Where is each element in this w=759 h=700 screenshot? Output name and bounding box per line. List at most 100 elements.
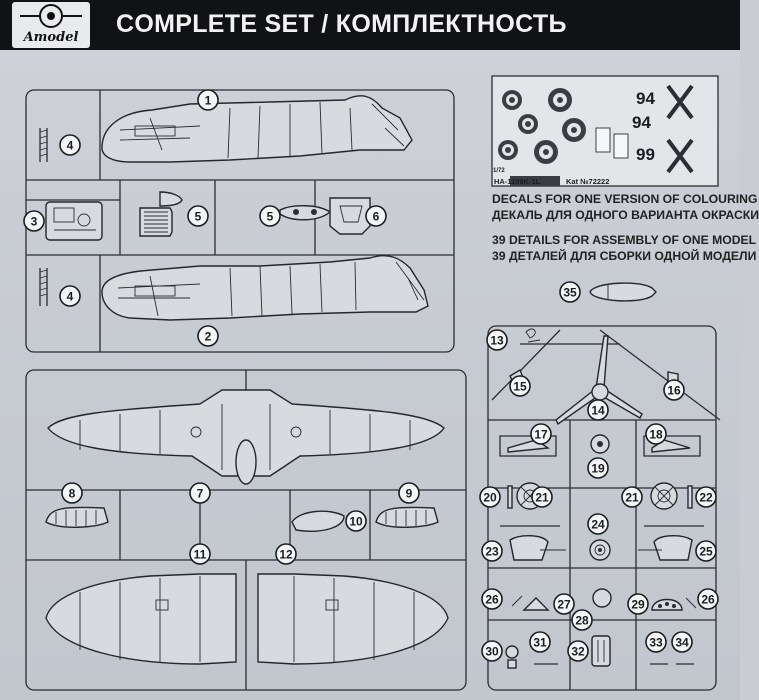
cockpit-floor-part [45, 201, 103, 241]
part-number-label: 10 [349, 515, 363, 529]
cross-decal-icon [666, 84, 694, 174]
part-number-label: 21 [535, 491, 549, 505]
part-number-label: 17 [534, 428, 548, 442]
part-number-7: 7 [189, 482, 211, 504]
part-number-label: 25 [699, 545, 713, 559]
part-number-label: 34 [675, 636, 689, 650]
small-part-20 [507, 485, 513, 509]
part-number-20: 20 [479, 486, 501, 508]
small-part-32 [591, 635, 611, 667]
small-part-24 [589, 539, 611, 561]
part-number-14: 14 [587, 399, 609, 421]
part-number-label: 20 [483, 491, 497, 505]
brand-logo: Amodel [12, 2, 90, 48]
flap-part-right [375, 506, 439, 528]
part-number-16: 16 [663, 379, 685, 401]
part-number-30: 30 [481, 640, 503, 662]
part-number-24: 24 [587, 513, 609, 535]
part-number-label: 19 [591, 462, 605, 476]
small-part-29 [651, 598, 683, 611]
part-number-label: 16 [667, 384, 681, 398]
part-number-label: 27 [557, 598, 571, 612]
part-number-label: 8 [69, 487, 76, 501]
part-number-12: 12 [275, 543, 297, 565]
decal-code-1: 94 [636, 89, 655, 108]
part-number-4a: 4 [59, 134, 81, 156]
decal-code-3: 99 [636, 145, 655, 164]
part-number-label: 11 [194, 548, 207, 562]
small-part-30 [505, 645, 519, 669]
part-number-29: 29 [627, 593, 649, 615]
part-number-13: 13 [486, 329, 508, 351]
part-number-4b: 4 [59, 285, 81, 307]
small-part-19 [590, 434, 610, 454]
part-number-label: 18 [649, 428, 663, 442]
details-info-en: 39 DETAILS FOR ASSEMBLY OF ONE MODEL [492, 233, 757, 247]
gear-door-part-right [638, 535, 693, 561]
decal-kit-number: Kat №72222 [566, 177, 609, 186]
part-number-label: 4 [67, 139, 74, 153]
part-number-10: 10 [345, 510, 367, 532]
part-number-label: 32 [571, 645, 585, 659]
part-number-17: 17 [530, 423, 552, 445]
part-number-31: 31 [529, 631, 551, 653]
part-number-33: 33 [645, 631, 667, 653]
decal-model-label: HA-1109K-1L [494, 177, 541, 186]
part-number-23: 23 [481, 540, 503, 562]
exhaust-part-upper [39, 128, 48, 162]
part-number-label: 14 [591, 404, 605, 418]
part-number-26a: 26 [481, 588, 503, 610]
decals-info-ru: ДЕКАЛЬ ДЛЯ ОДНОГО ВАРИАНТА ОКРАСКИ [492, 208, 759, 222]
lower-wing-part [47, 389, 445, 485]
part-number-label: 13 [490, 334, 504, 348]
canopy-part [291, 510, 345, 532]
propeller-part [555, 335, 643, 426]
decal-code-2: 94 [632, 113, 651, 132]
part-number-35: 35 [559, 281, 581, 303]
part-number-label: 5 [195, 210, 202, 224]
radiator-part-a [139, 191, 183, 237]
part-number-label: 2 [205, 330, 212, 344]
part-number-label: 4 [67, 290, 74, 304]
part-number-label: 23 [485, 545, 499, 559]
part-number-label: 9 [406, 487, 413, 501]
small-part-27 [522, 597, 550, 611]
brand-name: Amodel [23, 30, 79, 45]
part-number-label: 28 [575, 614, 589, 628]
roundel-decal-icon [498, 88, 586, 164]
small-part-26b [685, 597, 697, 609]
wheel-part-right [650, 482, 678, 510]
page-title: COMPLETE SET / КОМПЛЕКТНОСТЬ [116, 10, 567, 38]
part-number-label: 31 [533, 636, 547, 650]
part-number-8: 8 [61, 482, 83, 504]
part-number-label: 1 [205, 94, 212, 108]
radiator-part-b [279, 205, 332, 221]
fuselage-right-half [101, 254, 429, 321]
small-part-28 [592, 588, 612, 608]
upper-wing-left-part [45, 573, 237, 665]
upper-wing-right-part [257, 573, 449, 665]
decals-info-en: DECALS FOR ONE VERSION OF COLOURING [492, 192, 758, 206]
part-number-11: 11 [189, 543, 211, 565]
part-number-15: 15 [509, 375, 531, 397]
part-number-19: 19 [587, 457, 609, 479]
part-number-27: 27 [553, 593, 575, 615]
part-number-label: 5 [267, 210, 274, 224]
part-number-1: 1 [197, 89, 219, 111]
part-number-3: 3 [23, 210, 45, 232]
part-number-34: 34 [671, 631, 693, 653]
exhaust-part-lower [39, 268, 48, 306]
part-number-label: 30 [485, 645, 499, 659]
part-number-label: 7 [197, 487, 204, 501]
part-number-32: 32 [567, 640, 589, 662]
small-part-26a [511, 595, 523, 607]
roundel-icon [20, 4, 82, 28]
part-number-label: 12 [279, 548, 293, 562]
parts-diagram: 94 94 99 1/72 HA-1109K-1L Kat №72222 [23, 75, 721, 691]
gear-door-part-left [509, 535, 566, 561]
part-number-label: 26 [701, 593, 715, 607]
header-bar: Amodel COMPLETE SET / КОМПЛЕКТНОСТЬ [0, 0, 740, 50]
part-number-label: 15 [513, 380, 527, 394]
